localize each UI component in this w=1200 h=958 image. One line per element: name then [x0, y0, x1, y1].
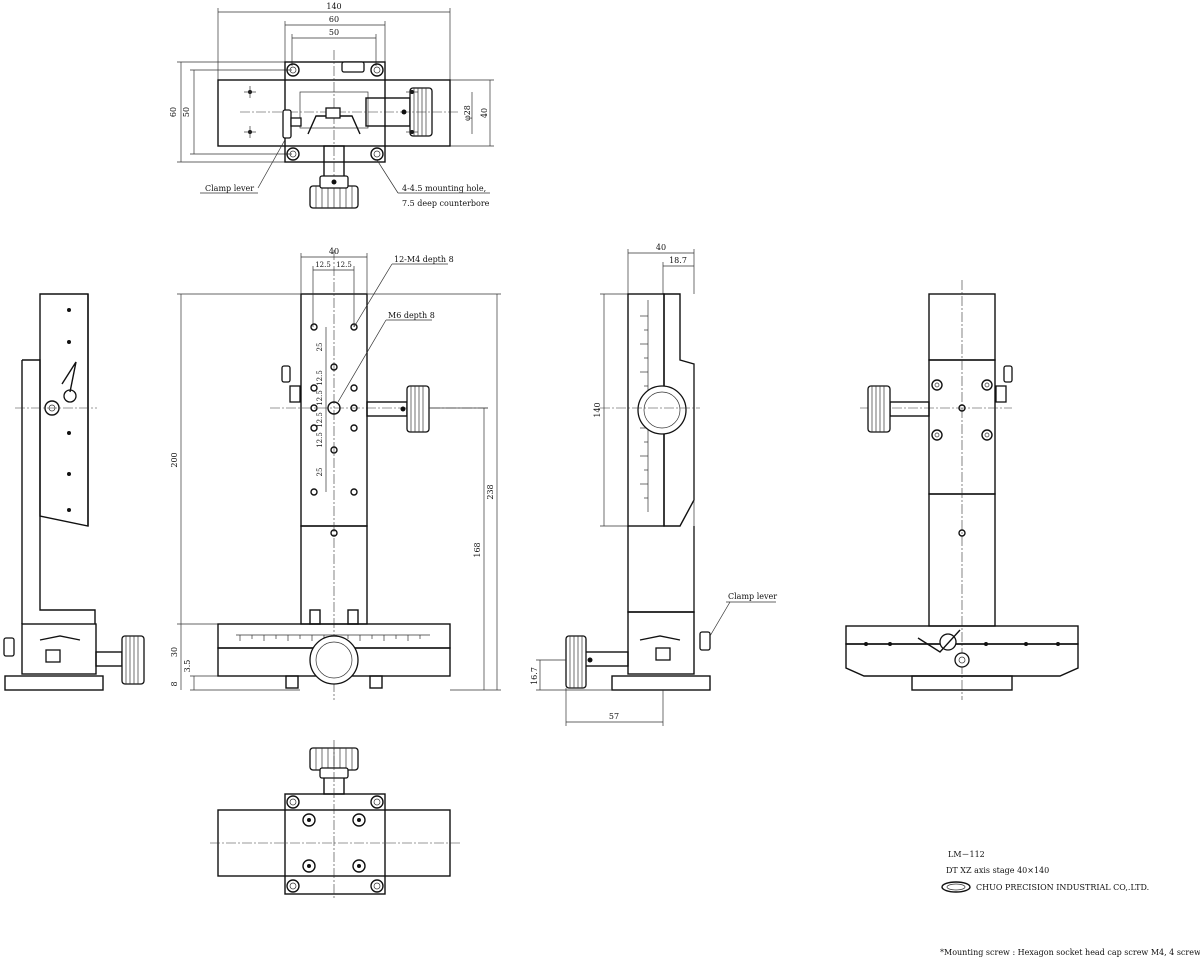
label-m4: 12-M4 depth 8 — [394, 255, 454, 264]
dim-side-18-7: 18.7 — [669, 256, 687, 265]
footnote: *Mounting screw : Hexagon socket head ca… — [940, 948, 1200, 957]
dim-front-40: 40 — [329, 247, 339, 256]
back-view — [845, 280, 1079, 700]
dim-front-25b: 25 — [316, 468, 324, 477]
dim-phi28: φ28 — [463, 105, 472, 121]
dim-side-40: 40 — [656, 243, 666, 252]
dim-front-238: 238 — [486, 484, 495, 499]
front-scale-ticks — [239, 635, 421, 641]
dim-side-16-7: 16.7 — [530, 667, 539, 685]
dim-front-8: 8 — [170, 681, 179, 686]
dim-front-12-5c: 12.5 — [316, 370, 324, 386]
dim-front-12-5f: 12.5 — [316, 432, 324, 448]
label-mount-hole-1: 4-4.5 mounting hole, — [402, 184, 486, 193]
title-company: CHUO PRECISION INDUSTRIAL CO,.LTD. — [976, 883, 1149, 892]
front-m4-holes — [310, 323, 358, 537]
dim-top-50: 50 — [329, 28, 339, 37]
dim-front-12-5a: 12.5 — [315, 261, 331, 269]
back-base-holes — [864, 642, 1060, 646]
label-mount-hole-2: 7.5 deep counterbore — [402, 199, 490, 208]
dim-front-168: 168 — [473, 542, 482, 557]
dim-front-12-5b: 12.5 — [336, 261, 352, 269]
label-clamp-lever-top: Clamp lever — [205, 184, 254, 193]
dim-front-25a: 25 — [316, 343, 324, 352]
top-view: 140 60 50 60 50 40 φ28 — [169, 2, 494, 210]
left-holes — [67, 308, 71, 512]
dim-top-left-60: 60 — [169, 107, 178, 117]
company-logo — [941, 881, 971, 893]
dim-front-30: 30 — [170, 647, 179, 657]
left-side-view — [3, 293, 145, 691]
right-side-view: 40 18.7 140 — [530, 243, 777, 726]
dim-top-60: 60 — [329, 15, 339, 24]
dim-top-right-40: 40 — [480, 108, 489, 118]
dim-side-57: 57 — [609, 712, 619, 721]
bottom-view — [210, 740, 460, 900]
label-clamp-lever-side: Clamp lever — [728, 592, 777, 601]
label-m6: M6 depth 8 — [388, 311, 435, 320]
dim-front-12-5e: 12.5 — [316, 412, 324, 428]
front-m6-hole — [327, 401, 341, 415]
dim-top-140: 140 — [326, 2, 341, 11]
dim-front-12-5d: 12.5 — [316, 390, 324, 406]
title-desc: DT XZ axis stage 40×140 — [946, 866, 1049, 875]
dim-top-left-50: 50 — [182, 107, 191, 117]
title-block: LM－112 DT XZ axis stage 40×140 CHUO PREC… — [940, 850, 1200, 957]
dim-front-3-5: 3.5 — [183, 660, 192, 673]
front-view: 40 12.5 12.5 200 25 12.5 12.5 12.5 12.5 … — [170, 247, 501, 700]
dim-side-140: 140 — [593, 402, 602, 417]
dim-front-200: 200 — [170, 452, 179, 467]
title-model: LM－112 — [948, 850, 985, 859]
